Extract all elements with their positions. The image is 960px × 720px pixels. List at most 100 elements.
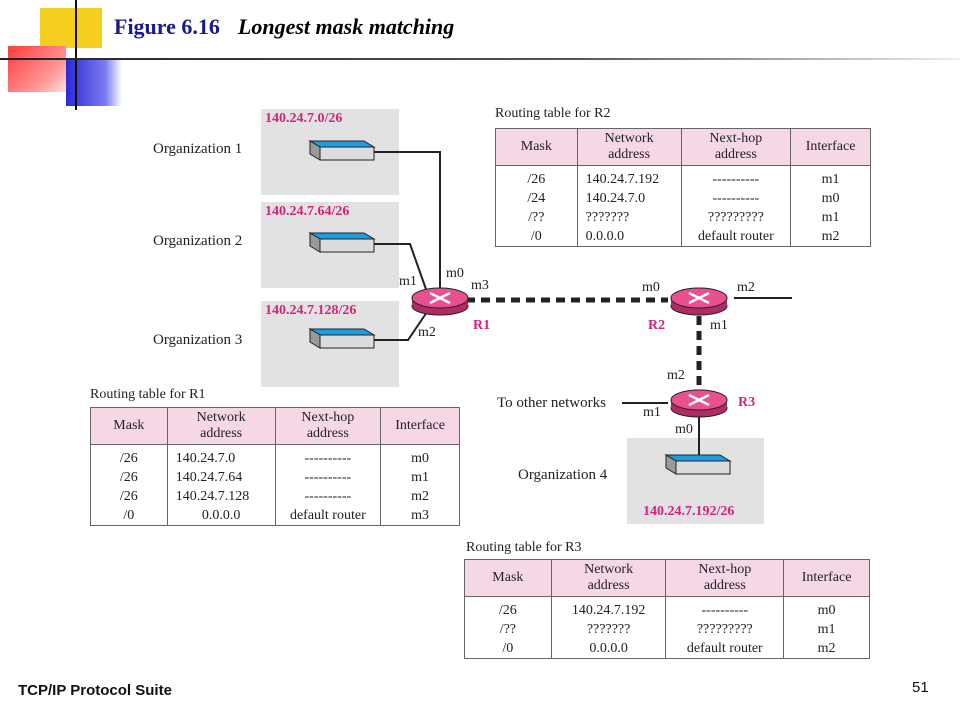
r2-port-m1: m1: [710, 318, 728, 333]
link-org1-r1: [374, 151, 441, 292]
r2-port-m0: m0: [642, 280, 660, 295]
r3-table-caption: Routing table for R3: [466, 540, 582, 555]
r3-port-m1: m1: [643, 405, 661, 420]
cell-nexthop: ----------: [274, 444, 382, 468]
cell-mask: /??: [495, 208, 578, 227]
header-mask: Mask: [464, 559, 552, 597]
cell-interface: m0: [380, 444, 460, 468]
cell-interface: m1: [380, 468, 460, 487]
figure-caption: Longest mask matching: [237, 14, 455, 39]
r1-port-m2: m2: [418, 325, 436, 340]
table-row: /0 0.0.0.0 default router m2: [464, 639, 870, 659]
cell-interface: m1: [790, 208, 871, 227]
cell-network: ???????: [550, 620, 667, 639]
table-row: /?? ??????? ????????? m1: [495, 208, 871, 227]
cell-nexthop: default router: [274, 506, 382, 526]
cell-mask: /0: [90, 506, 168, 526]
cell-mask: /0: [464, 639, 552, 659]
cell-interface: m1: [783, 620, 870, 639]
decor-vertical-line: [75, 0, 77, 110]
cell-nexthop: ?????????: [680, 208, 792, 227]
cell-nexthop: ----------: [274, 468, 382, 487]
table-row: /26 140.24.7.128 ---------- m2: [90, 487, 460, 506]
cell-interface: m2: [790, 227, 871, 247]
org4-network-label: 140.24.7.192/26: [643, 504, 735, 519]
cell-network: 140.24.7.128: [166, 487, 276, 506]
org2-network-label: 140.24.7.64/26: [265, 204, 350, 219]
table-row: /0 0.0.0.0 default router m2: [495, 227, 871, 247]
org3-network-label: 140.24.7.128/26: [265, 303, 357, 318]
r3-port-m2: m2: [667, 368, 685, 383]
cell-nexthop: default router: [680, 227, 792, 247]
cell-interface: m0: [790, 189, 871, 208]
router-r1-icon: [411, 287, 469, 316]
router-r3-name: R3: [738, 395, 756, 410]
page-number: 51: [912, 679, 929, 696]
r2-port-m2: m2: [737, 280, 755, 295]
table-row: /26 140.24.7.0 ---------- m0: [90, 444, 460, 468]
cell-mask: /26: [495, 165, 578, 189]
header-mask: Mask: [495, 128, 578, 166]
decor-red-square: [8, 46, 66, 92]
cell-mask: /26: [90, 468, 168, 487]
org1-device-icon: [308, 140, 376, 161]
table-row: /?? ??????? ????????? m1: [464, 620, 870, 639]
r3-port-m0: m0: [675, 422, 693, 437]
table-row: /24 140.24.7.0 ---------- m0: [495, 189, 871, 208]
router-r2-icon: [670, 287, 728, 316]
cell-network: 0.0.0.0: [576, 227, 682, 247]
cell-network: 140.24.7.0: [576, 189, 682, 208]
table-row: /26 140.24.7.64 ---------- m1: [90, 468, 460, 487]
footer-text: TCP/IP Protocol Suite: [18, 682, 172, 699]
cell-nexthop: ----------: [665, 596, 785, 620]
cell-network: 140.24.7.192: [550, 596, 667, 620]
cell-network: 140.24.7.0: [166, 444, 276, 468]
r1-port-m1: m1: [399, 274, 417, 289]
router-r3-icon: [670, 389, 728, 418]
cell-mask: /26: [90, 444, 168, 468]
r2-table-caption: Routing table for R2: [495, 106, 611, 121]
decor-yellow-square: [40, 8, 102, 48]
cell-interface: m3: [380, 506, 460, 526]
cell-interface: m0: [783, 596, 870, 620]
cell-mask: /24: [495, 189, 578, 208]
link-org2-r1: [374, 243, 428, 293]
cell-mask: /26: [90, 487, 168, 506]
cell-network: 0.0.0.0: [550, 639, 667, 659]
figure-number: Figure 6.16: [114, 14, 220, 39]
table-row: /26 140.24.7.192 ---------- m0: [464, 596, 870, 620]
org2-device-icon: [308, 232, 376, 253]
link-org3-r1: [374, 311, 428, 341]
cell-network: ???????: [576, 208, 682, 227]
title-underline: [0, 58, 960, 60]
cell-nexthop: ?????????: [665, 620, 785, 639]
cell-nexthop: default router: [665, 639, 785, 659]
r1-port-m3: m3: [471, 278, 489, 293]
cell-nexthop: ----------: [274, 487, 382, 506]
cell-interface: m2: [380, 487, 460, 506]
cell-mask: /??: [464, 620, 552, 639]
cell-interface: m2: [783, 639, 870, 659]
cell-network: 140.24.7.192: [576, 165, 682, 189]
org2-label: Organization 2: [153, 233, 243, 249]
r1-port-m0: m0: [446, 266, 464, 281]
org4-lan-box: [627, 438, 764, 524]
header-interface: Interface: [790, 128, 871, 166]
table-row: /26 140.24.7.192 ---------- m1: [495, 165, 871, 189]
org3-device-icon: [308, 328, 376, 349]
header-interface: Interface: [783, 559, 870, 597]
cell-interface: m1: [790, 165, 871, 189]
cell-mask: /0: [495, 227, 578, 247]
